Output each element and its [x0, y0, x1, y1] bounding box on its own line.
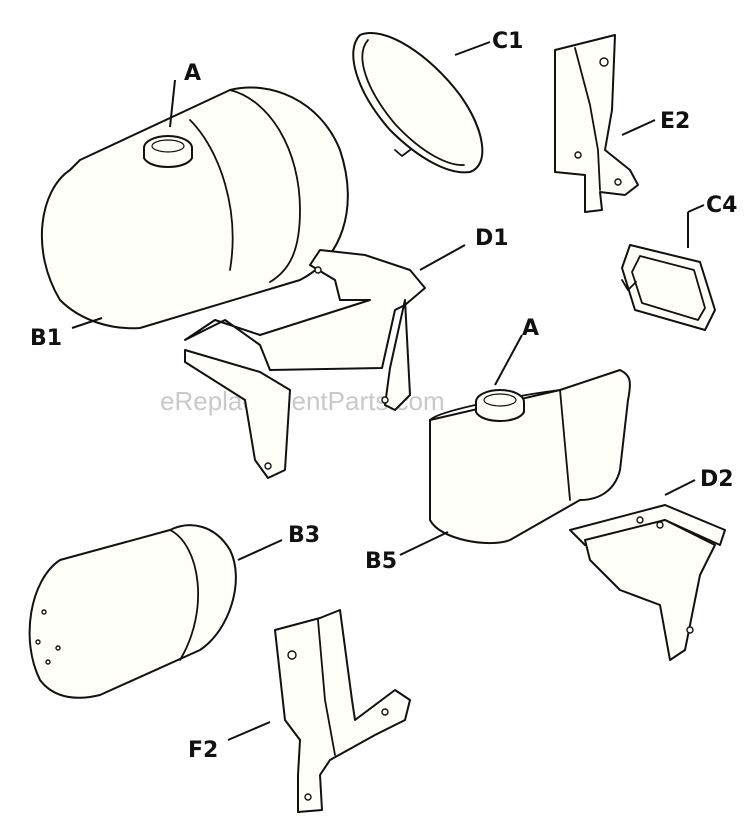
tank-b1	[40, 86, 349, 330]
leader-b1	[71, 317, 103, 329]
strap-c1	[352, 32, 484, 174]
label-f2: F2	[188, 738, 218, 763]
leader-a-mid	[494, 334, 523, 386]
label-d1: D1	[475, 226, 509, 251]
leader-c4-tail	[687, 204, 705, 213]
label-b1: B1	[30, 326, 62, 351]
leader-b5	[399, 531, 449, 556]
leader-d2	[664, 479, 696, 496]
leader-c1	[454, 41, 491, 56]
label-a-mid: A	[522, 316, 539, 341]
label-c4: C4	[706, 193, 737, 218]
cradle-d2	[569, 504, 726, 661]
cradle-d1	[184, 249, 426, 479]
leader-e2	[621, 119, 656, 136]
label-c1: C1	[492, 29, 523, 54]
tank-b5	[429, 369, 631, 544]
bracket-f2	[274, 609, 411, 813]
label-b3: B3	[288, 523, 320, 548]
bracket-e2	[554, 34, 639, 213]
tank-b3	[28, 524, 237, 699]
leader-d1	[419, 244, 466, 271]
strap-c4	[621, 244, 716, 331]
label-a-top: A	[184, 61, 201, 86]
label-e2: E2	[660, 109, 690, 134]
label-b5: B5	[365, 549, 397, 574]
leader-f2	[227, 721, 271, 741]
leader-b3	[237, 539, 283, 561]
label-d2: D2	[700, 467, 734, 492]
leader-a-top	[169, 79, 176, 128]
